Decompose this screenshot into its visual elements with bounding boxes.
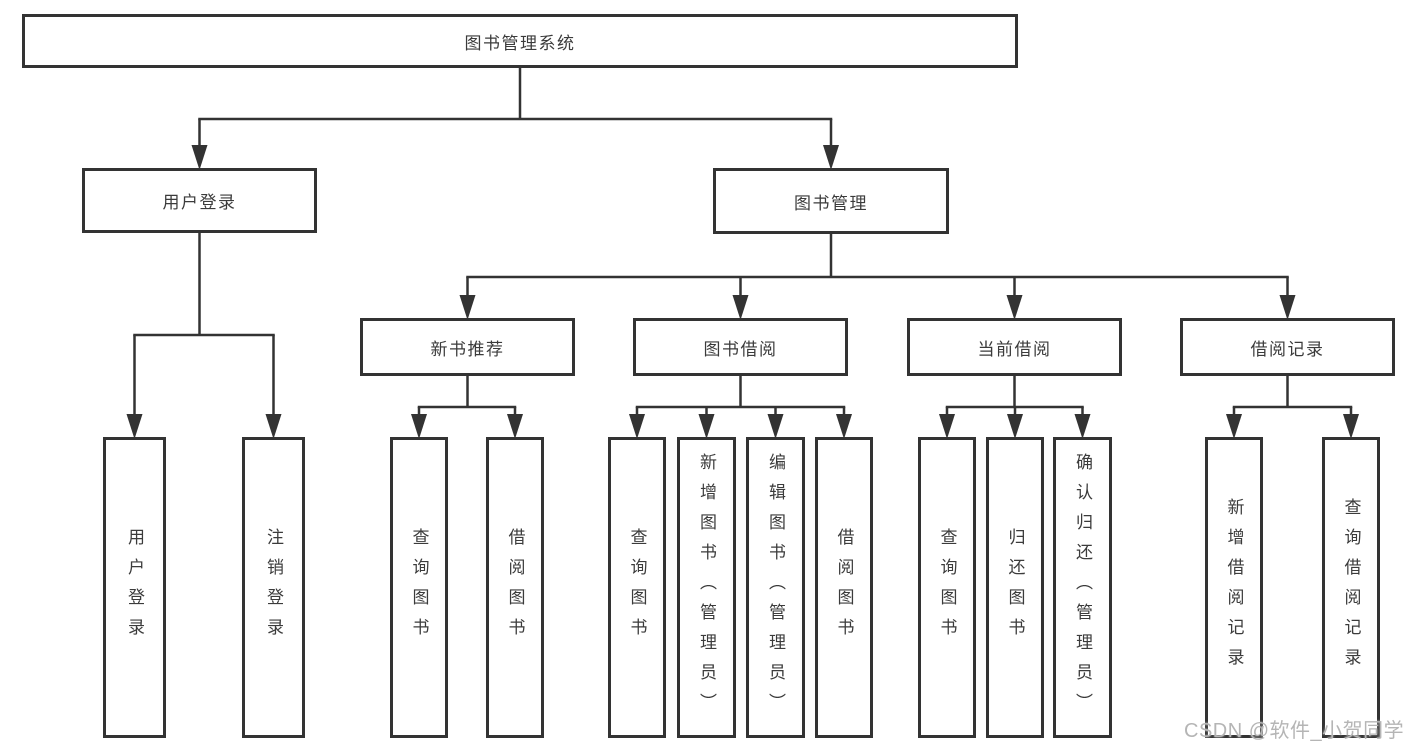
arrow-down-icon: [191, 145, 208, 170]
arrow-down-icon: [1007, 414, 1023, 439]
node-book-borrow: 图书借阅: [633, 318, 848, 376]
arrow-down-icon: [939, 414, 955, 439]
node-label: 新增借阅记录: [1224, 497, 1244, 678]
node-leaf-edit-book: 编辑图书（管理员）: [746, 437, 805, 738]
node-leaf-logout: 注销登录: [242, 437, 305, 738]
node-label: 图书借阅: [703, 339, 778, 359]
watermark: CSDN @软件_小贺同学: [1184, 720, 1405, 742]
node-leaf-query-borrow-record: 查询借阅记录: [1322, 437, 1380, 738]
arrow-down-icon: [265, 414, 282, 439]
node-label: 新增图书（管理员）: [697, 452, 716, 723]
node-label: 新书推荐: [430, 339, 505, 359]
node-label: 借阅图书: [505, 527, 525, 648]
arrow-down-icon: [698, 414, 715, 439]
node-leaf-query-book-2: 查询图书: [608, 437, 666, 738]
arrow-down-icon: [732, 295, 749, 320]
node-leaf-query-book-1: 查询图书: [390, 437, 448, 738]
arrow-down-icon: [1006, 295, 1023, 320]
node-leaf-borrow-book-1: 借阅图书: [486, 437, 544, 738]
node-leaf-borrow-book-2: 借阅图书: [815, 437, 873, 738]
node-book-mgmt: 图书管理: [713, 168, 949, 234]
arrow-down-icon: [1279, 295, 1296, 320]
node-leaf-add-book: 新增图书（管理员）: [677, 437, 736, 738]
arrow-down-icon: [1343, 414, 1359, 439]
node-label: 归还图书: [1005, 527, 1025, 648]
node-label: 图书管理: [794, 193, 868, 213]
node-label: 查询图书: [937, 527, 957, 648]
arrow-down-icon: [126, 414, 143, 439]
node-new-book-rec: 新书推荐: [360, 318, 575, 376]
arrow-down-icon: [459, 295, 476, 320]
node-label: 当前借阅: [977, 339, 1052, 359]
arrow-down-icon: [507, 414, 523, 439]
node-label: 查询图书: [409, 527, 429, 648]
node-leaf-return-book: 归还图书: [986, 437, 1044, 738]
node-label: 查询借阅记录: [1341, 497, 1361, 678]
node-current-borrow: 当前借阅: [907, 318, 1122, 376]
node-label: 用户登录: [162, 193, 237, 212]
node-label: 用户登录: [125, 527, 144, 648]
arrow-down-icon: [836, 414, 852, 439]
node-label: 查询图书: [627, 527, 647, 648]
node-label: 确认归还（管理员）: [1073, 452, 1092, 723]
arrow-down-icon: [1074, 414, 1091, 439]
node-leaf-user-login: 用户登录: [103, 437, 166, 738]
node-leaf-query-book-3: 查询图书: [918, 437, 976, 738]
node-user-login: 用户登录: [82, 168, 317, 233]
node-label: 编辑图书（管理员）: [766, 452, 785, 723]
node-label: 注销登录: [264, 527, 283, 648]
node-root: 图书管理系统: [22, 14, 1018, 68]
node-leaf-confirm-return: 确认归还（管理员）: [1053, 437, 1112, 738]
arrow-down-icon: [767, 414, 784, 439]
arrow-down-icon: [629, 414, 645, 439]
arrow-down-icon: [411, 414, 427, 439]
node-leaf-add-borrow-record: 新增借阅记录: [1205, 437, 1263, 738]
node-borrow-records: 借阅记录: [1180, 318, 1395, 376]
arrow-down-icon: [823, 145, 839, 170]
node-label: 图书管理系统: [464, 33, 576, 53]
arrow-down-icon: [1226, 414, 1242, 439]
node-label: 借阅图书: [834, 527, 854, 648]
node-label: 借阅记录: [1250, 339, 1325, 359]
